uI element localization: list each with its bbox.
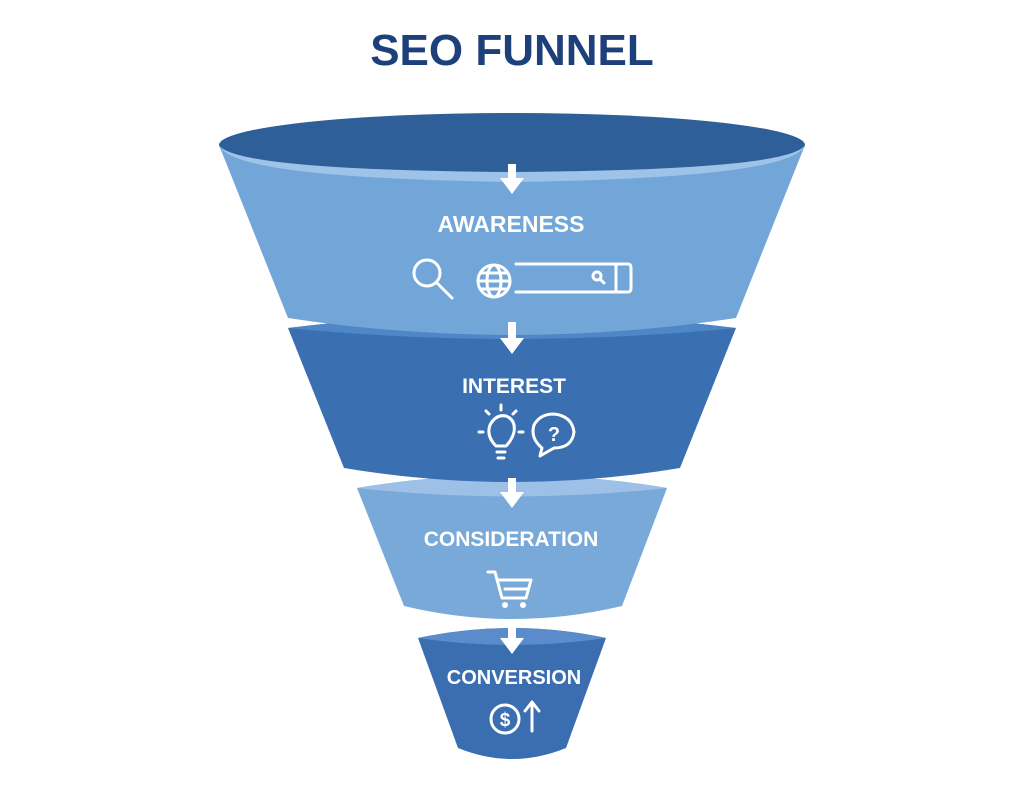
stage-label-awareness: AWARENESS: [438, 211, 585, 237]
lightbulb-icon: [477, 403, 525, 460]
search-bar-icon: [514, 262, 633, 294]
dollar-growth-icon: $: [489, 700, 541, 735]
globe-icon: [476, 263, 512, 299]
arrow-down-icon: [500, 622, 524, 654]
svg-text:$: $: [500, 710, 511, 731]
stage-label-interest: INTEREST: [462, 375, 566, 398]
stage-label-consideration: CONSIDERATION: [424, 528, 599, 551]
diagram-title: SEO FUNNEL: [370, 26, 654, 75]
shopping-cart-icon: [486, 570, 533, 608]
arrow-down-icon: [500, 164, 524, 194]
funnel-stage-conversion: CONVERSION $: [418, 628, 606, 759]
funnel-stage-awareness: AWARENESS: [219, 113, 805, 335]
magnifier-icon: [412, 258, 454, 300]
funnel-stage-consideration: CONSIDERATION: [357, 475, 667, 619]
stage-label-conversion: CONVERSION: [447, 667, 581, 689]
arrow-down-icon: [500, 322, 524, 354]
arrow-down-icon: [500, 478, 524, 508]
flow-arrows: [500, 164, 524, 654]
question-bubble-icon: ?: [531, 412, 576, 458]
svg-text:?: ?: [548, 424, 560, 446]
